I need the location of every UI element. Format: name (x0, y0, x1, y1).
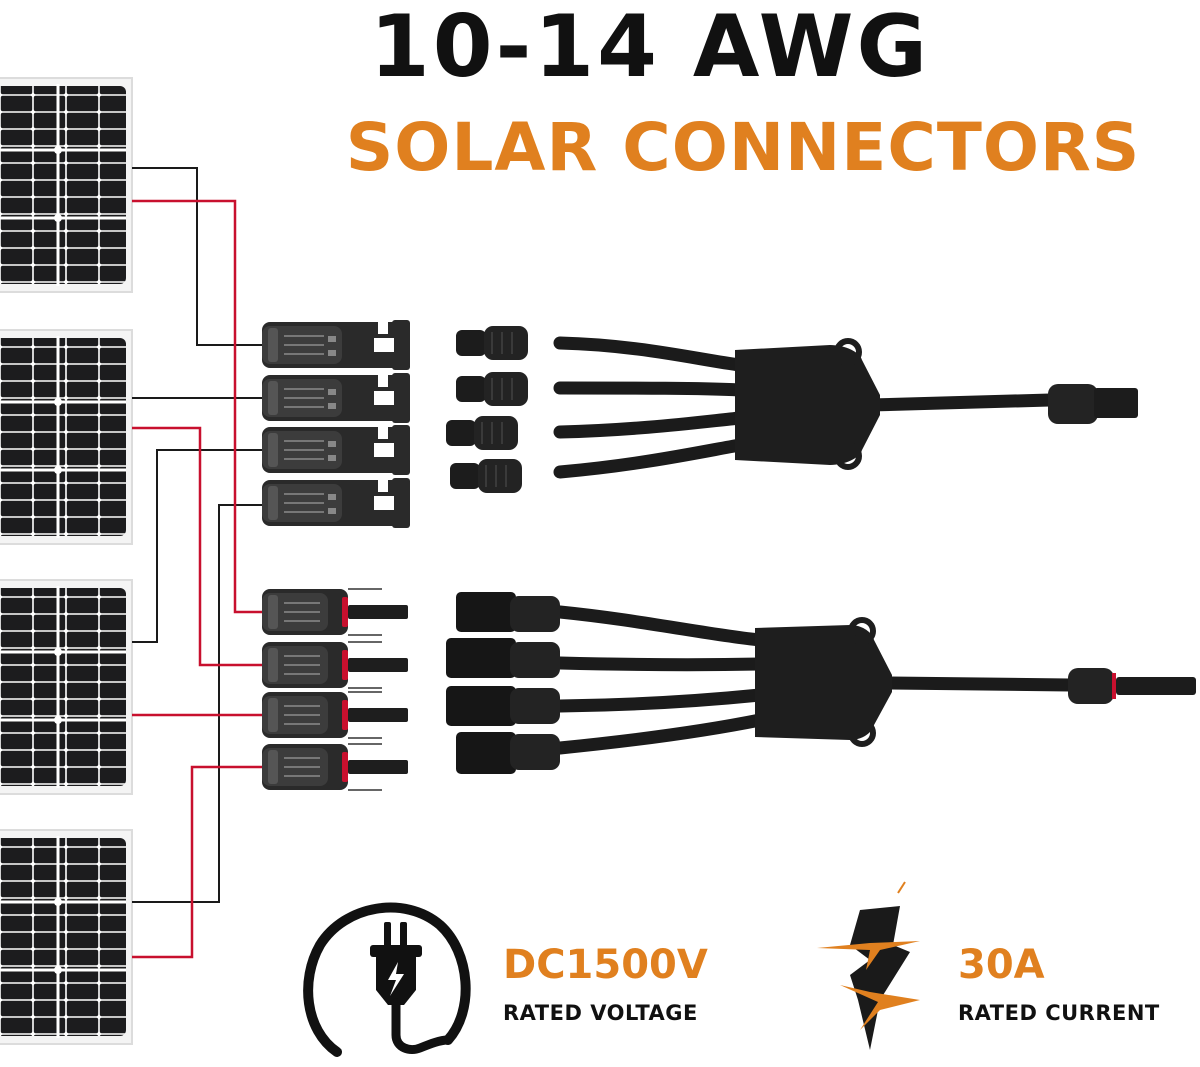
spec-current-label: RATED CURRENT (958, 1001, 1160, 1025)
branch-cable-top (445, 325, 1138, 494)
branch-cable-bottom (446, 592, 1196, 774)
plug-icon (303, 902, 471, 1057)
solar-panel-1 (0, 76, 134, 294)
lightning-bolt-icon (817, 881, 920, 1050)
spec-voltage-label: RATED VOLTAGE (503, 1001, 698, 1025)
title-awg: 10-14 AWG (369, 0, 931, 97)
female-connector-stack (261, 319, 411, 529)
spec-rated-current: 30A RATED CURRENT (958, 943, 1160, 1025)
male-connector-stack (261, 588, 409, 791)
title-solar-connectors: SOLAR CONNECTORS (345, 109, 1141, 186)
spec-voltage-value: DC1500V (503, 942, 708, 988)
spec-current-value: 30A (958, 942, 1045, 988)
solar-panel-2 (0, 328, 134, 546)
red-wires (132, 199, 264, 959)
solar-panel-4 (0, 828, 134, 1046)
spec-rated-voltage: DC1500V RATED VOLTAGE (503, 943, 708, 1025)
black-wires (132, 167, 264, 903)
solar-panel-3 (0, 578, 134, 796)
